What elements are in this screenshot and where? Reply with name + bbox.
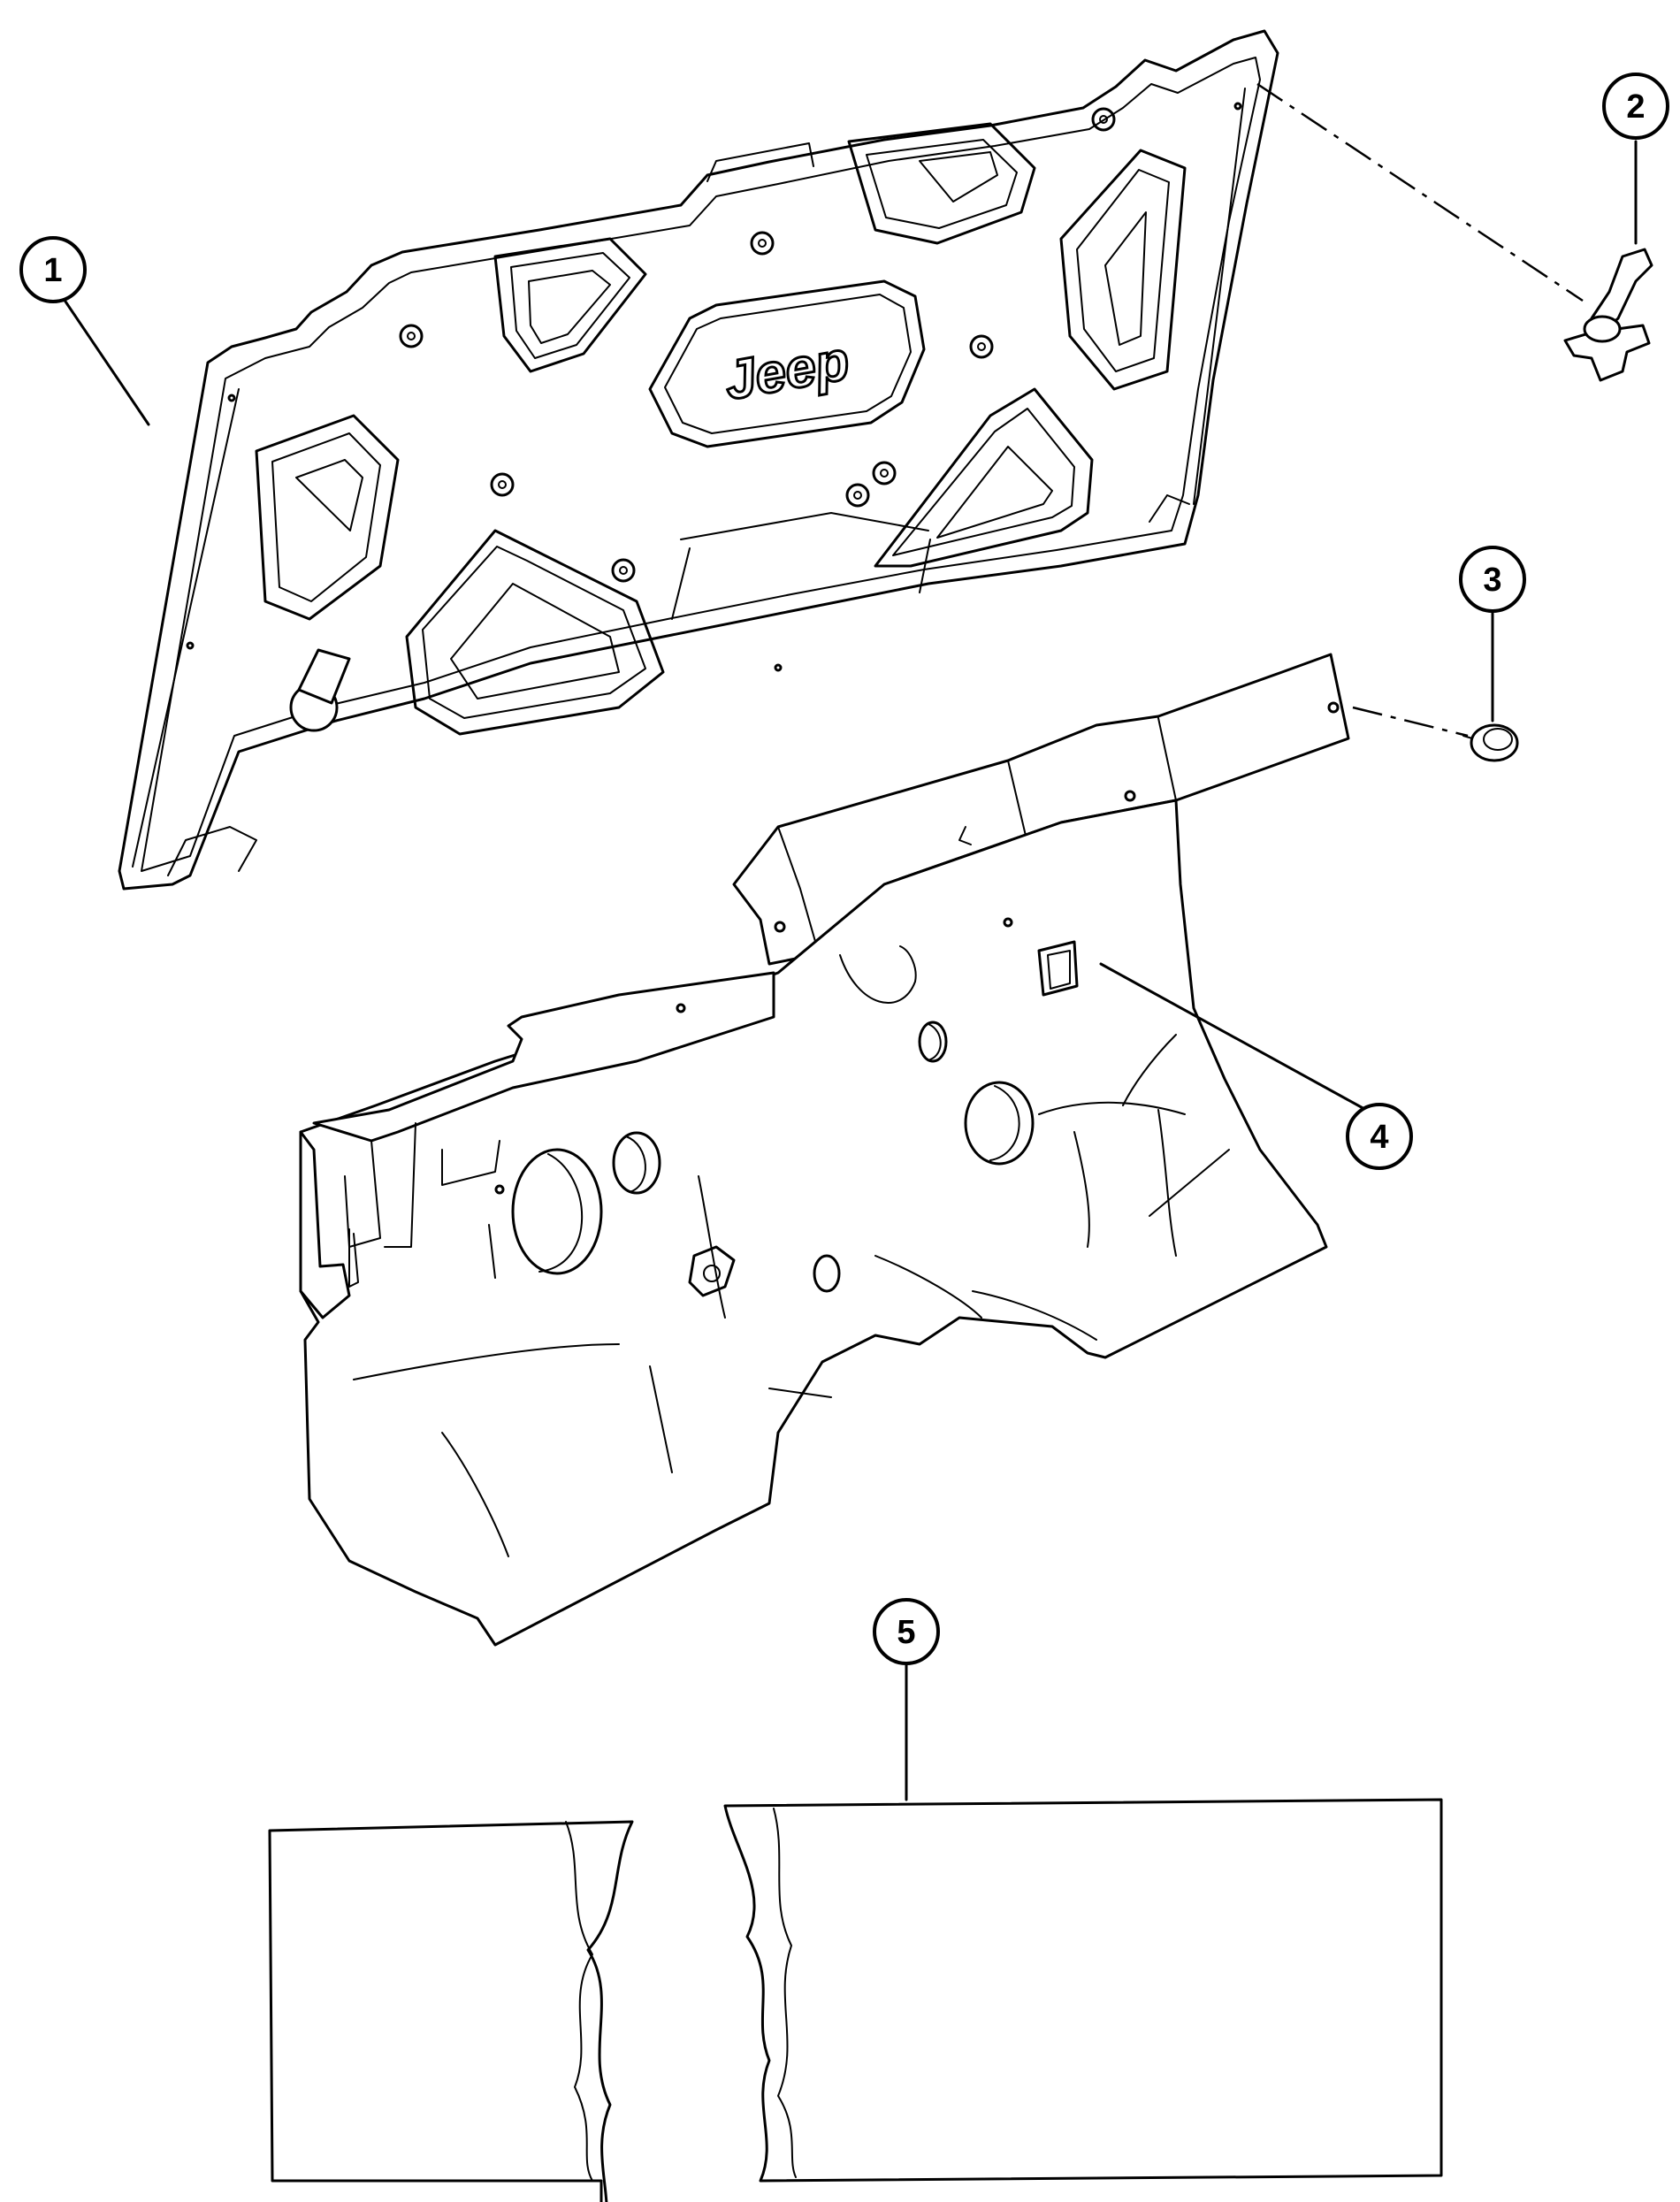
callout-2-label: 2	[1626, 88, 1645, 126]
push-pin	[1462, 723, 1519, 762]
callout-4: 4	[1346, 1103, 1413, 1170]
dashline-clip	[1256, 82, 1584, 302]
dash-silencer	[299, 653, 1350, 1647]
callout-4-label: 4	[1370, 1119, 1388, 1156]
callout-1: 1	[19, 236, 87, 303]
leader-line-1	[60, 294, 150, 426]
callout-2: 2	[1602, 73, 1669, 140]
callout-5-label: 5	[897, 1614, 915, 1651]
raised-pads	[255, 122, 1187, 736]
leader-line-4	[1099, 962, 1368, 1112]
insulation-sheet	[268, 1798, 1443, 2202]
hood-insulator-panel: Jeep	[118, 29, 1279, 891]
callout-1-label: 1	[43, 252, 62, 289]
callout-3: 3	[1459, 546, 1526, 613]
callout-5: 5	[873, 1598, 940, 1665]
clip-part	[1563, 248, 1653, 382]
fastener-bosses	[399, 107, 1116, 583]
dashline-pin	[1352, 706, 1469, 738]
callout-3-label: 3	[1483, 562, 1501, 599]
